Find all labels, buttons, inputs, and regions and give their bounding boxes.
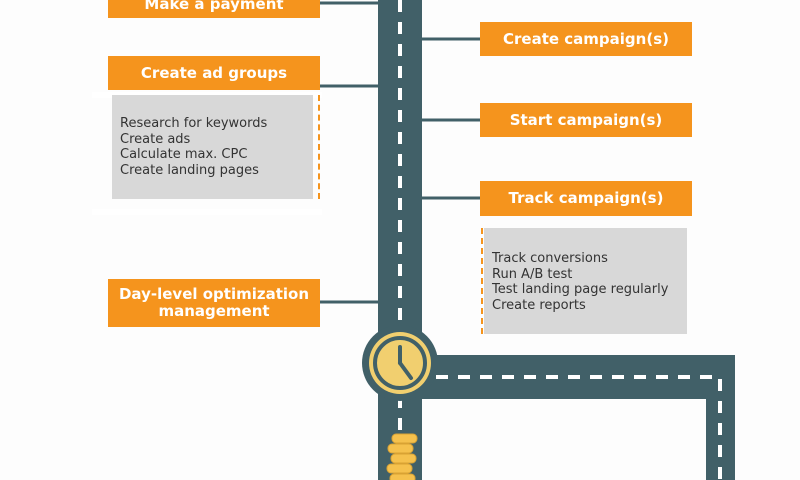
- track-task: Track conversions: [492, 251, 608, 266]
- coin-stack-icon: [386, 433, 418, 480]
- step-day-level-line1: Day-level optimization: [118, 285, 310, 303]
- track-tasks-box: Track conversions Run A/B test Test land…: [481, 228, 687, 334]
- step-start-campaign-label: Start campaign(s): [509, 110, 663, 129]
- ad-group-tasks-box: Research for keywords Create ads Calcula…: [112, 95, 320, 199]
- ad-group-task: Create landing pages: [120, 162, 259, 178]
- track-task: Run A/B test: [492, 266, 573, 282]
- branch-road-center-line: [436, 375, 722, 480]
- ad-group-task: Research for keywords: [120, 116, 268, 131]
- step-create-campaigns-label: Create campaign(s): [503, 29, 669, 48]
- ad-group-task: Calculate max. CPC: [120, 147, 248, 162]
- track-tasks-dash: [481, 228, 483, 334]
- step-day-level-optimization: Day-level optimization management: [108, 279, 320, 327]
- step-create-ad-groups-label: Create ad groups: [140, 63, 288, 82]
- branch-road-down: [706, 355, 735, 480]
- step-track-campaign: Track campaign(s): [480, 181, 692, 216]
- ad-group-tasks-dash: [318, 95, 320, 199]
- divider-bottom: [92, 209, 322, 215]
- step-track-campaign-label: Track campaign(s): [508, 189, 664, 207]
- step-day-level-line2: management: [158, 302, 270, 320]
- track-task: Create reports: [492, 297, 586, 313]
- step-create-campaigns: Create campaign(s): [480, 22, 692, 56]
- step-create-ad-groups: Create ad groups: [108, 56, 320, 90]
- step-make-payment: Make a payment: [108, 0, 320, 18]
- clock-icon: [362, 325, 438, 401]
- step-make-payment-label: Make a payment: [144, 0, 284, 13]
- step-start-campaign: Start campaign(s): [480, 103, 692, 137]
- ad-group-task: Create ads: [120, 131, 191, 147]
- track-task: Test landing page regularly: [492, 282, 669, 297]
